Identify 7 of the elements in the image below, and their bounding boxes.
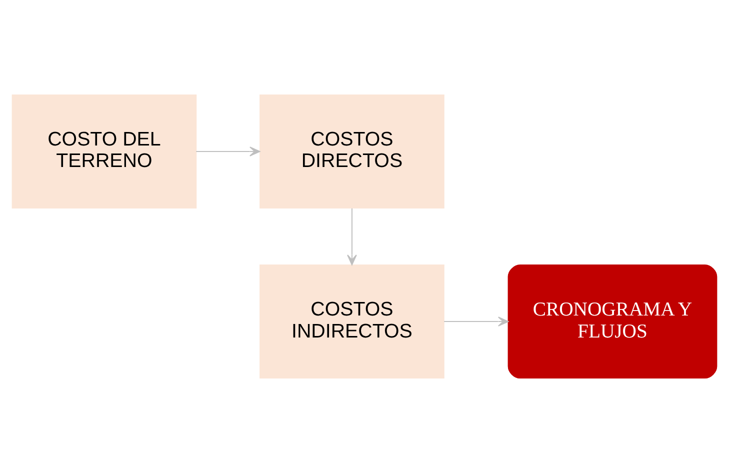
arrow [444,316,509,326]
node-box: COSTOS INDIRECTOS [260,264,444,378]
arrow [347,207,357,265]
node-box: CRONOGRAMA Y FLUJOS [508,264,718,378]
node-box: COSTOS DIRECTOS [260,94,444,208]
arrow [196,146,260,156]
node-box: COSTO DEL TERRENO [12,94,197,208]
